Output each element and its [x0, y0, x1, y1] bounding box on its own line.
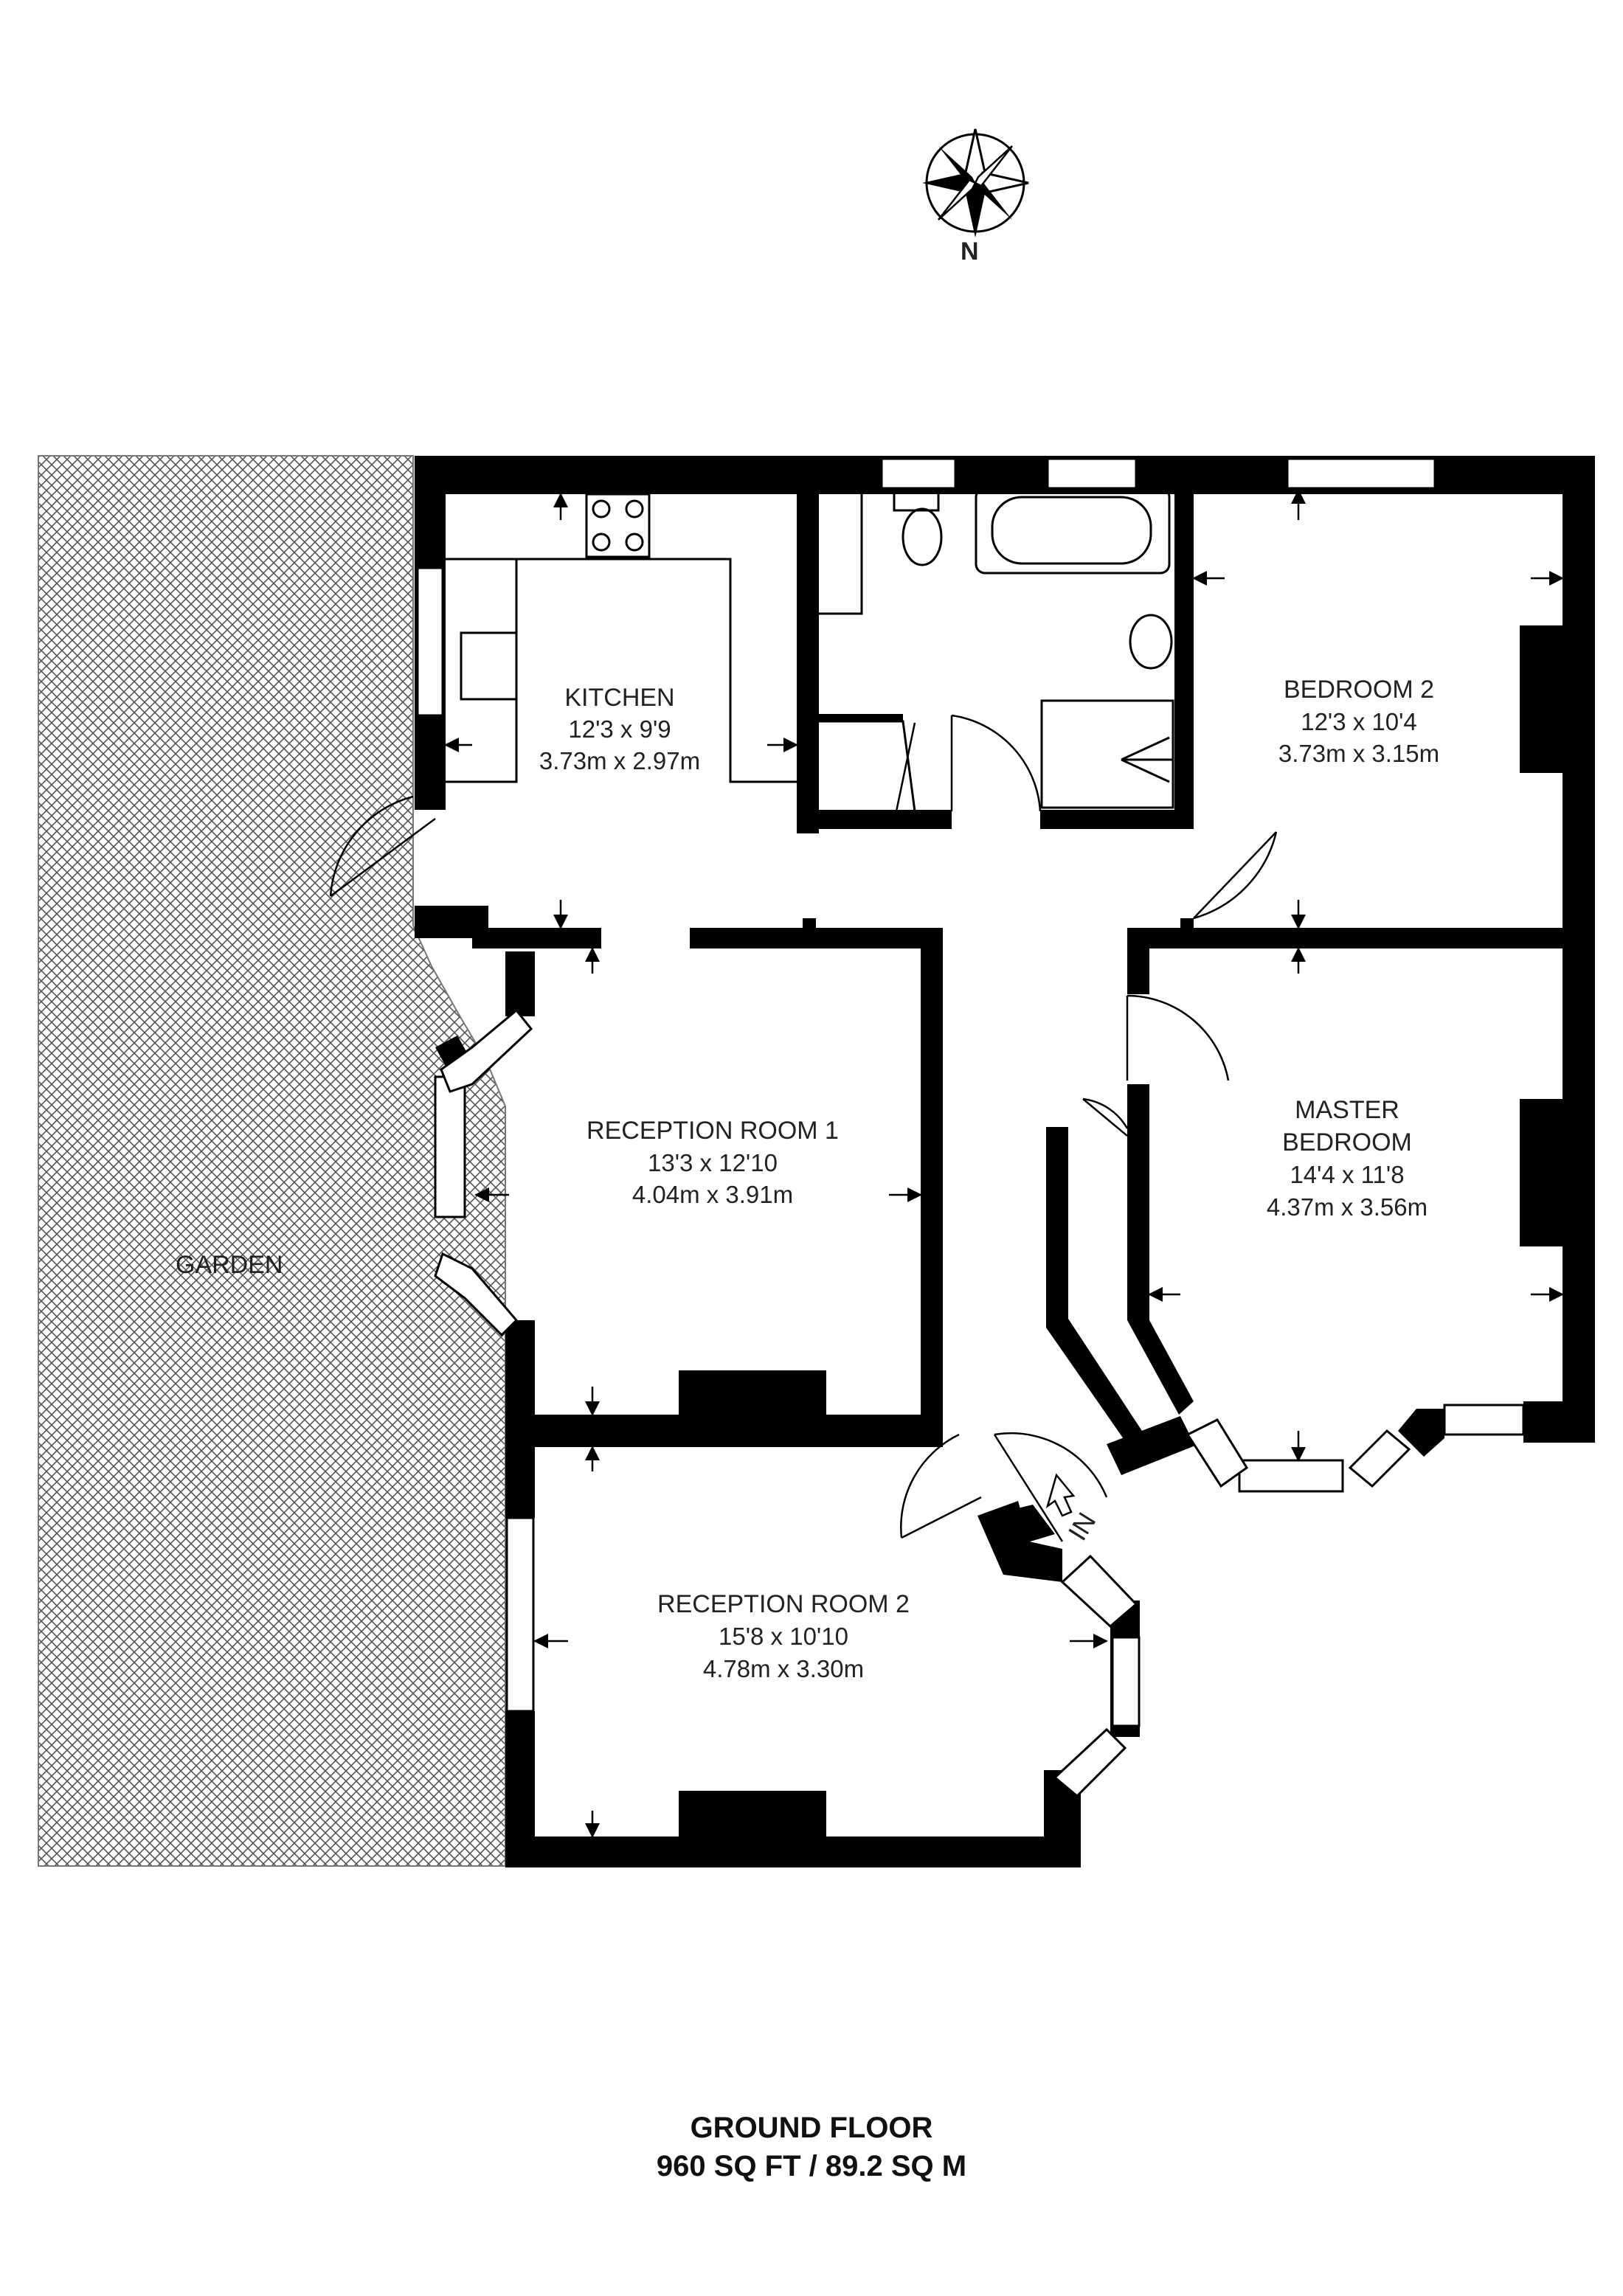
master-dim-metric: 4.37m x 3.56m [1267, 1193, 1428, 1221]
compass-icon [922, 128, 1029, 237]
reception1-name: RECEPTION ROOM 1 [586, 1117, 839, 1145]
master-name-line1: MASTER [1295, 1096, 1399, 1124]
reception1-dim-imperial: 13'3 x 12'10 [648, 1149, 778, 1176]
bedroom2-name: BEDROOM 2 [1284, 676, 1434, 704]
compass-north-label: N [961, 237, 979, 266]
garden-label: GARDEN [176, 1251, 283, 1279]
garden-area [38, 455, 506, 1867]
bathroom-fixtures [819, 485, 1174, 812]
entrance-arrow-icon [1045, 1473, 1076, 1517]
reception2-dim-imperial: 15'8 x 10'10 [719, 1623, 848, 1650]
floor-title: GROUND FLOOR [691, 2112, 933, 2144]
master-name-line2: BEDROOM [1282, 1128, 1412, 1156]
bedroom2-dim-imperial: 12'3 x 10'4 [1301, 708, 1417, 735]
doors [329, 714, 1278, 1542]
walls [415, 456, 1595, 1867]
kitchen-dim-metric: 3.73m x 2.97m [539, 747, 700, 774]
windows [416, 457, 1525, 1798]
floor-area: 960 SQ FT / 89.2 SQ M [657, 2150, 966, 2182]
kitchen-name: KITCHEN [564, 684, 674, 712]
kitchen-dim-imperial: 12'3 x 9'9 [568, 715, 671, 743]
reception2-name: RECEPTION ROOM 2 [657, 1590, 910, 1618]
reception1-dim-metric: 4.04m x 3.91m [632, 1181, 793, 1208]
dimension-arrows [444, 489, 1564, 1838]
master-dim-imperial: 14'4 x 11'8 [1290, 1161, 1404, 1188]
reception2-dim-metric: 4.78m x 3.30m [703, 1655, 864, 1682]
bedroom2-dim-metric: 3.73m x 3.15m [1278, 740, 1439, 767]
kitchen-fixtures [446, 493, 797, 783]
